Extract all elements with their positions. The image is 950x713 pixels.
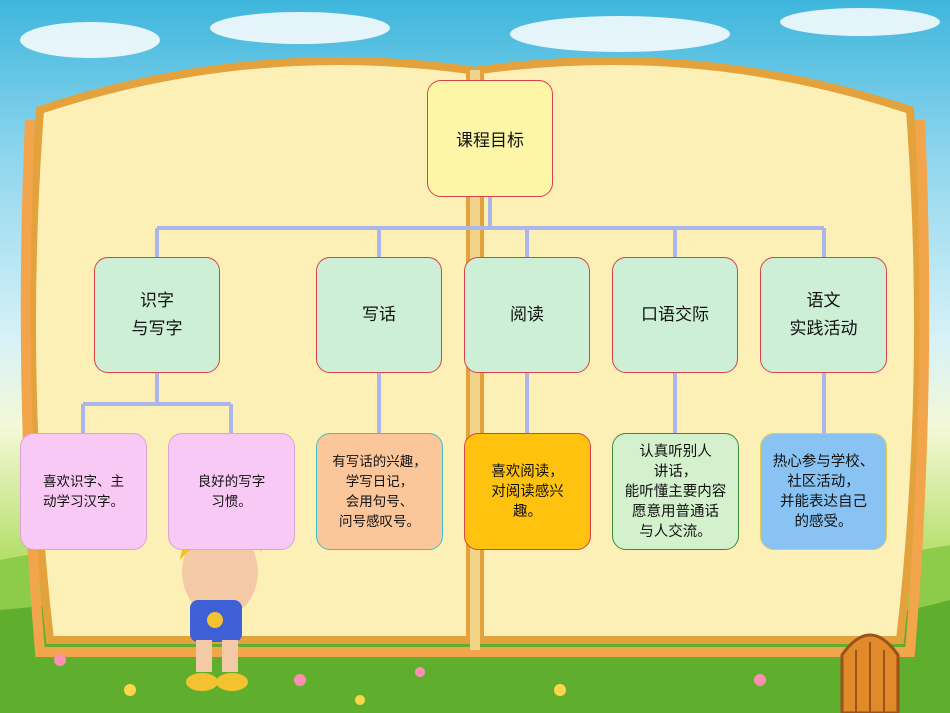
leaf-node-listening-speaking: 认真听别人 讲话， 能听懂主要内容 愿意用普通话 与人交流。 [612,433,739,550]
branch-node-oral-communication: 口语交际 [612,257,738,373]
leaf-node-reading-interest: 喜欢阅读， 对阅读感兴 趣。 [464,433,591,550]
door [840,633,900,713]
leaf-node-community-activities: 热心参与学校、 社区活动， 并能表达自己 的感受。 [760,433,887,550]
root-node-label: 课程目标 [456,131,524,151]
leaf-node-text: 良好的写字 习惯。 [197,473,266,510]
branch-node-label: 写话 [362,305,396,325]
branch-node-label: 口语交际 [641,305,709,325]
leaf-node-text: 喜欢阅读， 对阅读感兴 趣。 [491,463,564,520]
leaf-node-writing-habits: 良好的写字 习惯。 [168,433,295,550]
leaf-node-text: 热心参与学校、 社区活动， 并能表达自己 的感受。 [772,453,875,530]
branch-node-composition: 写话 [316,257,442,373]
branch-node-practice-activities: 语文 实践活动 [760,257,887,373]
branch-node-reading: 阅读 [464,257,590,373]
branch-node-label: 语文 实践活动 [789,291,858,339]
leaf-node-text: 认真听别人 讲话， 能听懂主要内容 愿意用普通话 与人交流。 [624,443,727,540]
branch-node-literacy-writing: 识字 与写字 [94,257,220,373]
root-node-course-goals: 课程目标 [427,80,553,197]
branch-node-label: 阅读 [510,305,544,325]
leaf-node-text: 有写话的兴趣， 学写日记， 会用句号、 问号感叹号。 [332,453,427,530]
clouds [20,8,940,58]
leaf-node-composition-interest: 有写话的兴趣， 学写日记， 会用句号、 问号感叹号。 [316,433,443,550]
leaf-node-love-literacy: 喜欢识字、主 动学习汉字。 [20,433,147,550]
flowers [54,654,766,705]
branch-node-label: 识字 与写字 [131,291,183,339]
leaf-node-text: 喜欢识字、主 动学习汉字。 [43,473,124,510]
